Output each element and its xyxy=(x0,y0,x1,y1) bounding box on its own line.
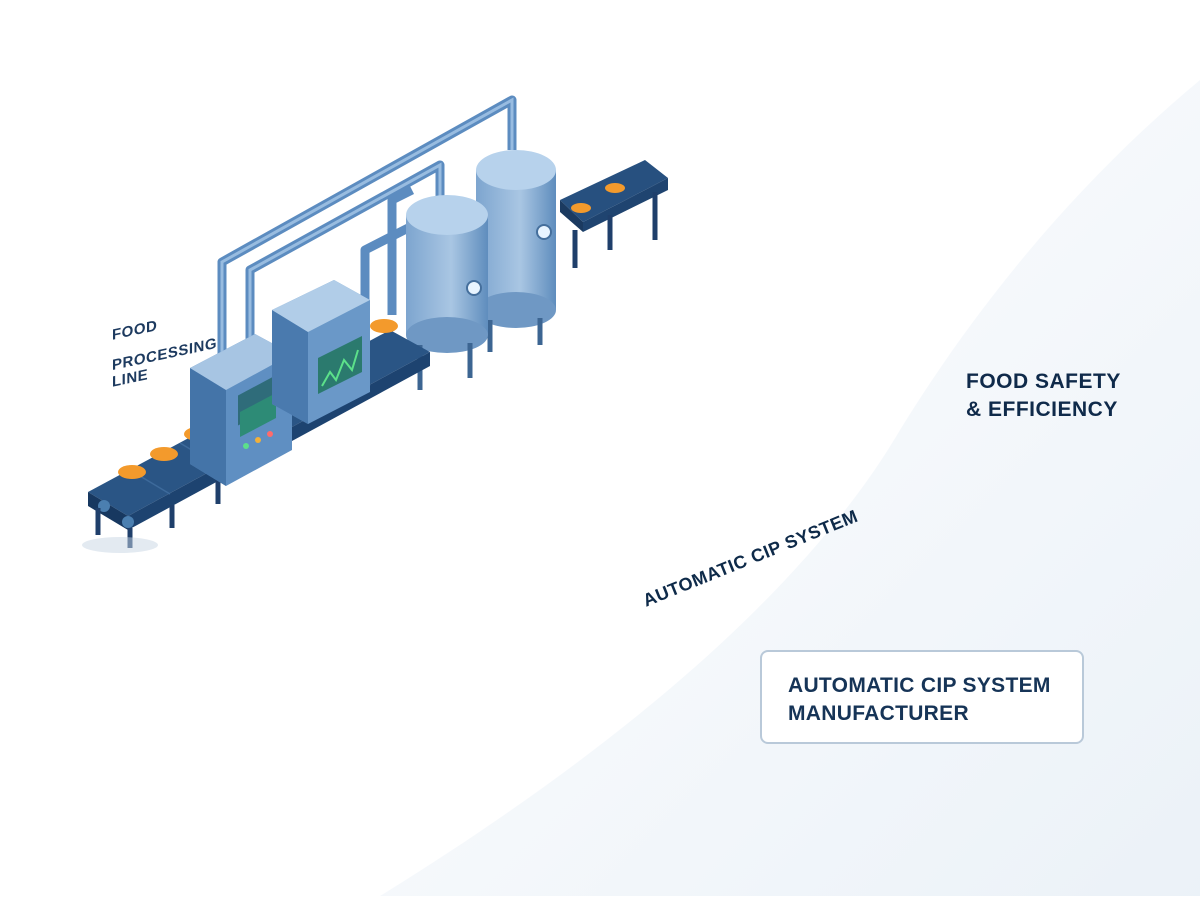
storage-tank-large xyxy=(476,150,556,352)
storage-tank-small xyxy=(406,195,488,390)
processing-machine-1 xyxy=(190,334,292,486)
food-processing-line xyxy=(82,95,668,553)
manufacturer-line-2: MANUFACTURER xyxy=(788,702,969,725)
food-safety-label-1: FOOD SAFETY xyxy=(966,370,1121,393)
food-safety-label-2: & EFFICIENCY xyxy=(966,398,1118,421)
manufacturer-line-1: AUTOMATIC CIP SYSTEM xyxy=(788,674,1051,697)
right-conveyor xyxy=(560,160,668,268)
processing-machine-2 xyxy=(272,280,370,424)
manufacturer-box: AUTOMATIC CIP SYSTEM MANUFACTURER xyxy=(760,650,1084,744)
